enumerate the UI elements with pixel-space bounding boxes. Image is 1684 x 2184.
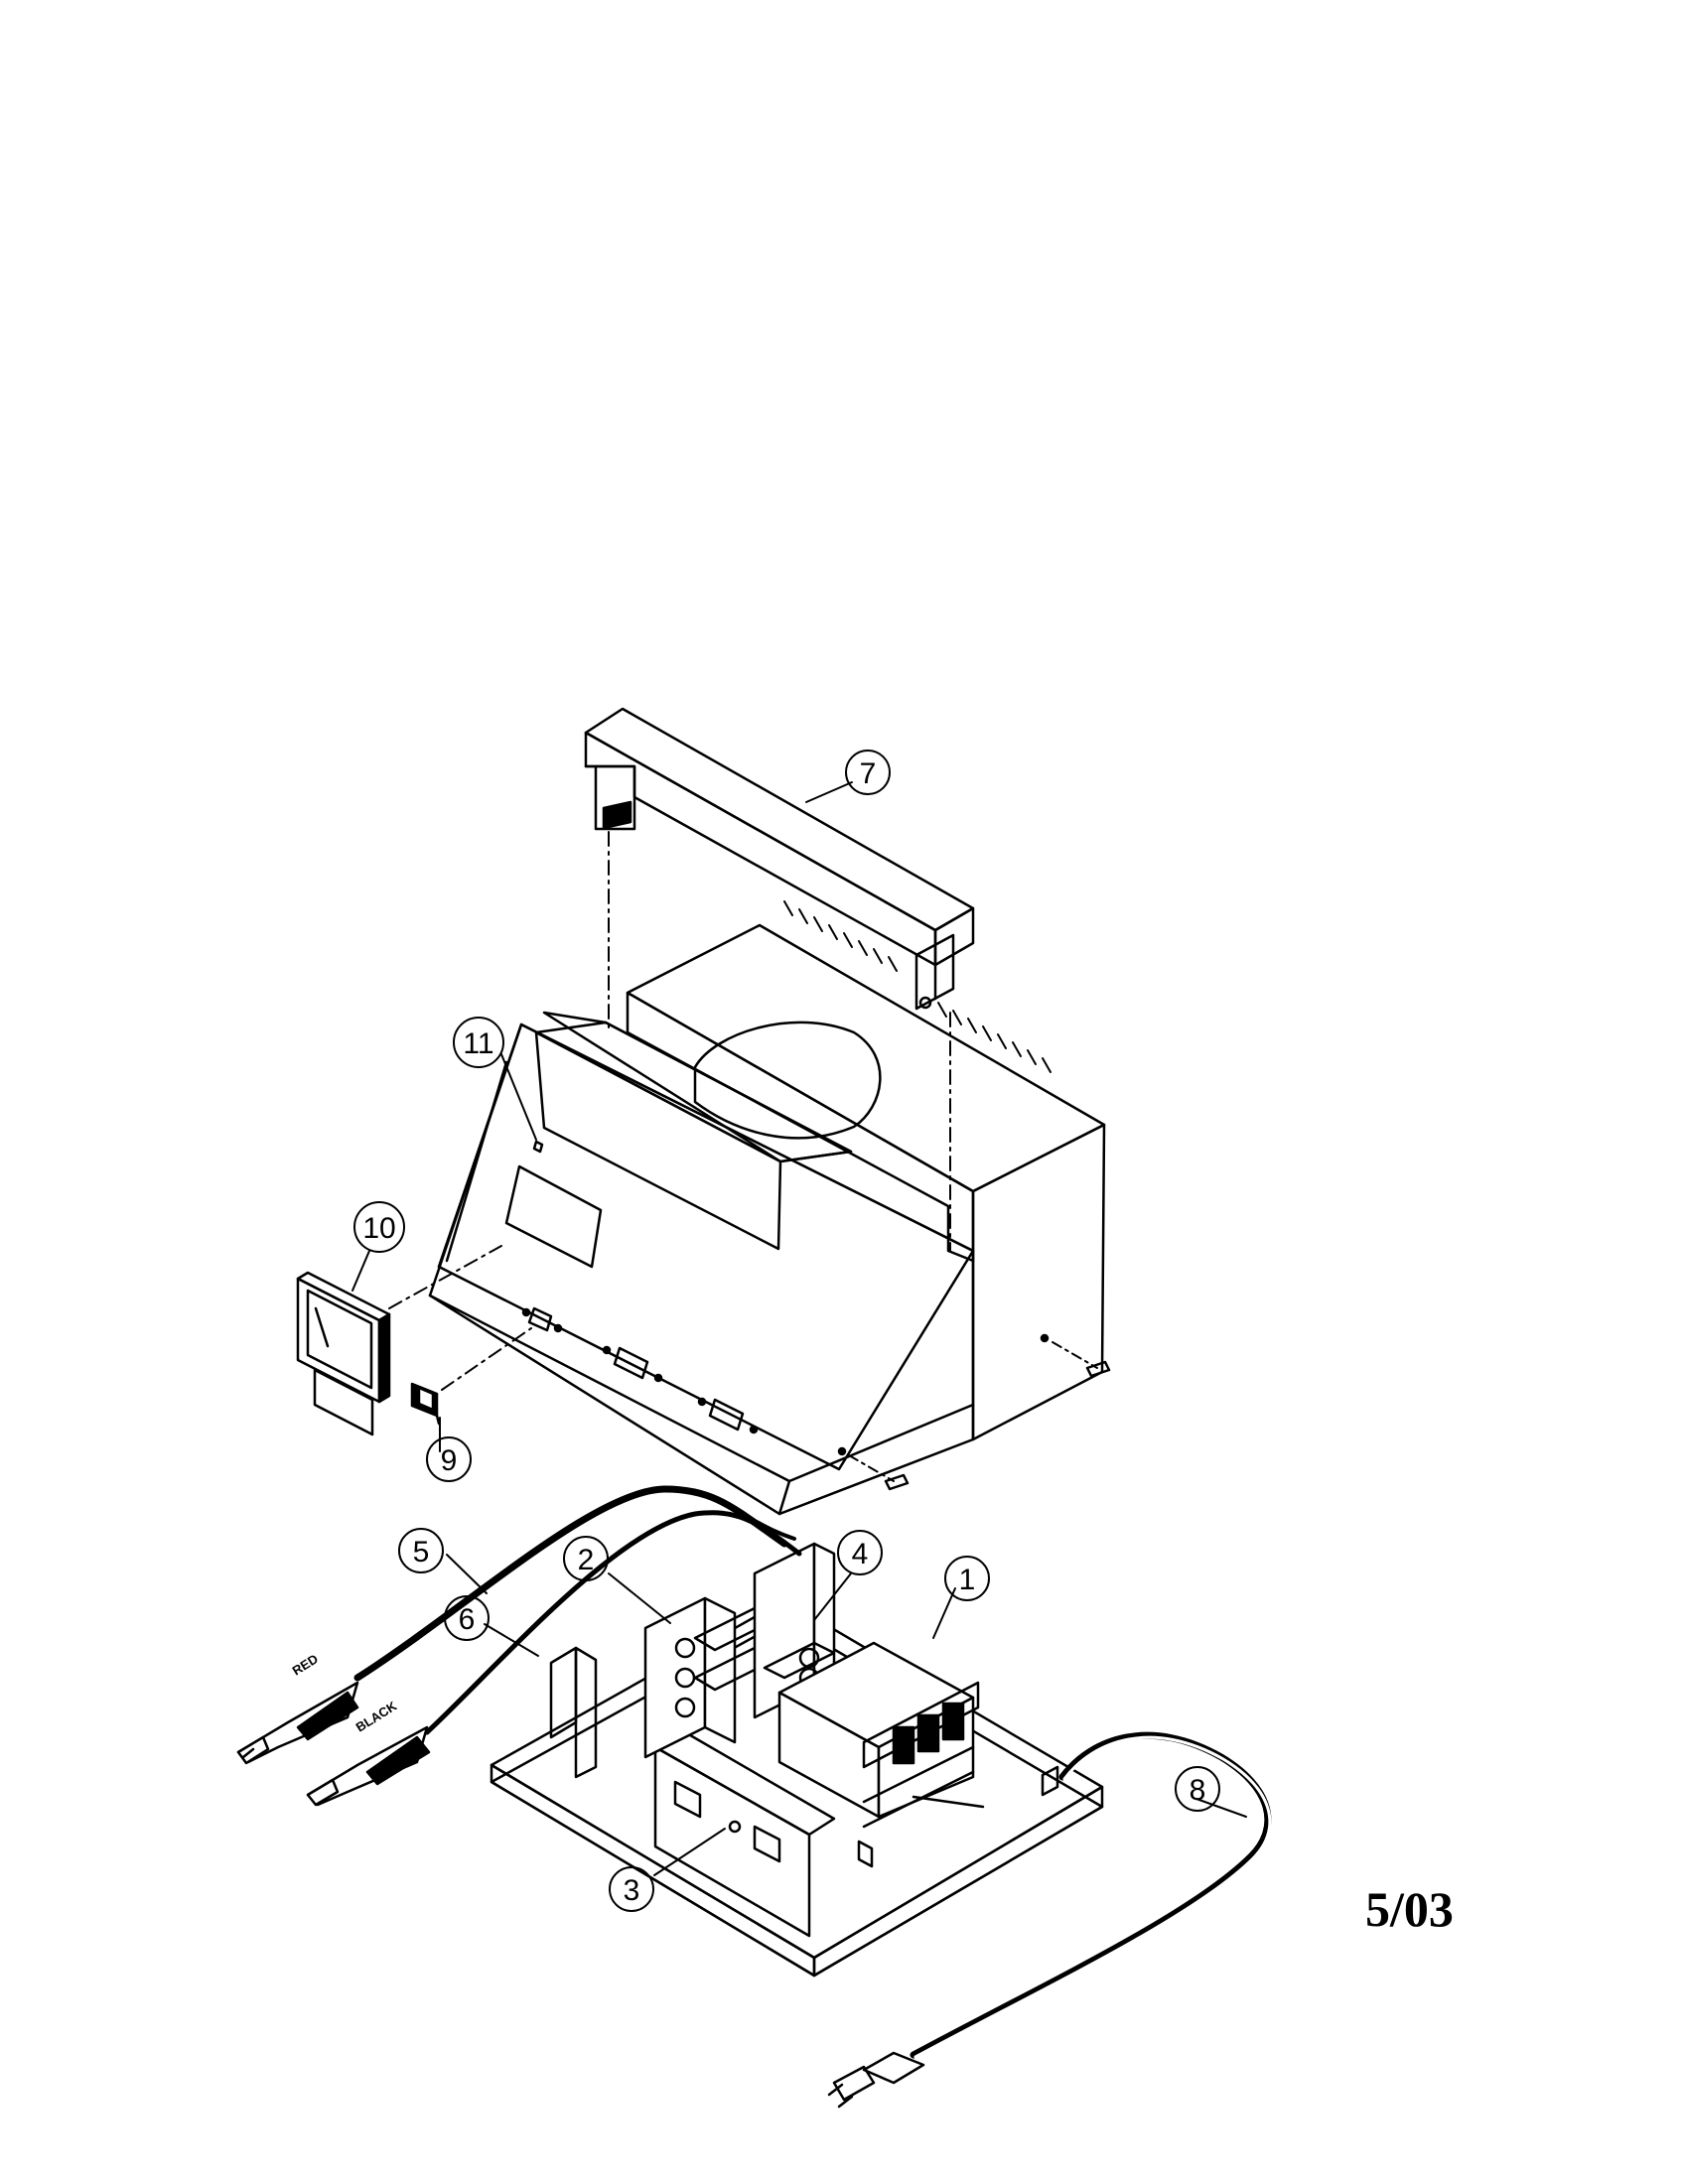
circuit-breaker	[753, 1542, 836, 1719]
cover-screws	[848, 1341, 1111, 1491]
switch	[410, 1382, 441, 1426]
callout-9: 9	[426, 1436, 472, 1482]
transformer	[777, 1641, 985, 1829]
callout-7: 8	[1175, 1766, 1220, 1812]
svg-text:8: 8	[1190, 1774, 1206, 1807]
red-wire-label: RED	[290, 1651, 321, 1678]
black-clamp	[306, 1725, 431, 1807]
callout-8: 7	[845, 750, 891, 795]
red-clamp	[236, 1681, 359, 1765]
svg-text:10: 10	[362, 1212, 395, 1245]
callout-2: 2	[563, 1536, 609, 1581]
handle-guide-lines	[608, 831, 951, 1252]
clamp-cables	[353, 1485, 802, 1735]
svg-text:6: 6	[459, 1603, 476, 1636]
callout-10: 10	[353, 1201, 405, 1253]
svg-text:11: 11	[463, 1027, 493, 1060]
ammeter-guide-line	[388, 1245, 502, 1309]
svg-text:7: 7	[860, 757, 877, 790]
svg-text:4: 4	[852, 1538, 869, 1570]
svg-text:2: 2	[578, 1544, 595, 1576]
callout-6: 6	[444, 1595, 490, 1641]
callout-4: 4	[837, 1530, 883, 1575]
rectifier-heatsink	[643, 1596, 776, 1759]
callout-1: 1	[944, 1556, 990, 1601]
callout-5: 5	[398, 1528, 444, 1573]
base-pan	[490, 1598, 1104, 1978]
svg-text:3: 3	[624, 1874, 640, 1907]
ammeter	[296, 1271, 391, 1436]
svg-text:1: 1	[959, 1564, 976, 1596]
svg-text:9: 9	[441, 1444, 458, 1477]
carry-handle	[584, 707, 975, 1011]
black-wire-label: BLACK	[353, 1698, 400, 1734]
ac-power-cord	[827, 1731, 1272, 2109]
cabinet-cover	[428, 900, 1106, 1516]
callout-3: 3	[609, 1866, 654, 1912]
svg-text:5: 5	[413, 1536, 430, 1569]
switch-guide-line	[441, 1327, 532, 1391]
callout-11: 11	[453, 1017, 504, 1068]
callout-leaders	[351, 781, 1247, 1876]
revision-date: 5/03	[1365, 1881, 1454, 1937]
